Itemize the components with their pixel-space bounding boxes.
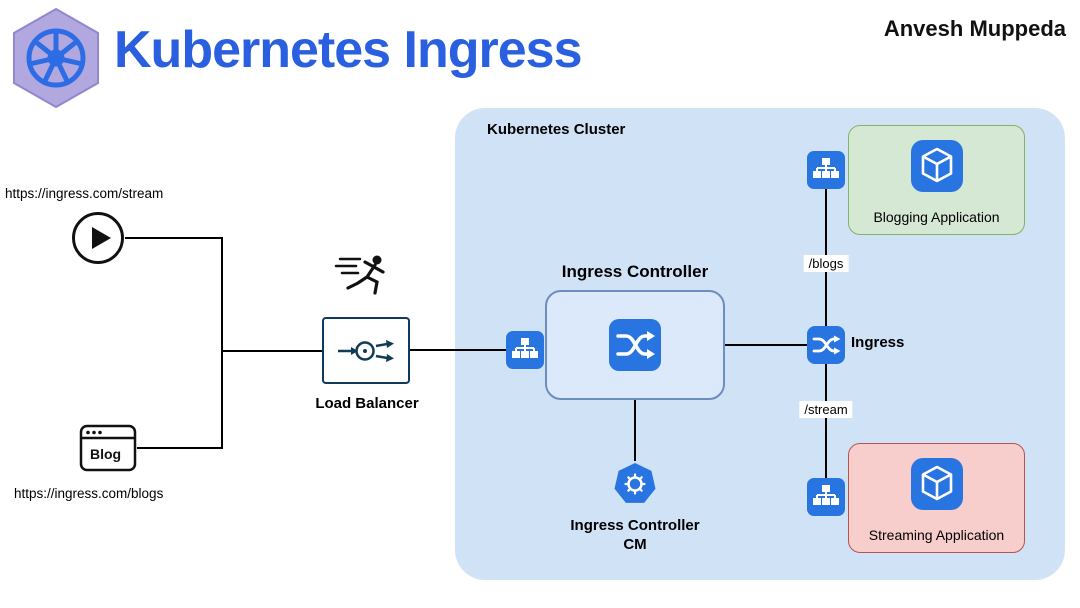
configmap-label-line2: CM: [623, 536, 647, 553]
ingress-controller-icon: [609, 319, 661, 371]
ingress-controller-title: Ingress Controller: [561, 262, 709, 281]
service-icon-blogs: [807, 151, 845, 189]
runner-icon: [332, 252, 396, 298]
service-icon-stream: [807, 478, 845, 516]
load-balancer-node: [322, 317, 410, 384]
configmap-icon: [612, 460, 658, 506]
blogging-application-box: Blogging Application: [848, 125, 1025, 235]
ingress-label: Ingress: [851, 334, 905, 351]
play-icon: [71, 211, 125, 265]
streaming-app-pod-icon: [910, 458, 963, 515]
path-label-blogs: /blogs: [803, 255, 849, 272]
service-icon: [506, 331, 544, 369]
blog-window-icon: Blog: [79, 424, 137, 472]
configmap-label-line1: Ingress Controller: [570, 517, 700, 534]
blog-window-label: Blog: [90, 446, 121, 462]
ingress-controller-node: [545, 290, 725, 400]
load-balancer-icon: [338, 339, 394, 362]
load-balancer-label: Load Balancer: [315, 395, 419, 412]
kubernetes-logo-icon: [8, 6, 104, 109]
streaming-application-box: Streaming Application: [848, 443, 1025, 553]
stream-url: https://ingress.com/stream: [5, 186, 164, 201]
path-label-stream: /stream: [799, 401, 853, 418]
cluster-label: Kubernetes Cluster: [487, 121, 626, 138]
blogging-app-label: Blogging Application: [873, 209, 1000, 225]
page-title: Kubernetes Ingress: [114, 21, 582, 79]
ingress-icon: [807, 326, 845, 364]
blogs-url: https://ingress.com/blogs: [14, 486, 164, 501]
streaming-app-label: Streaming Application: [868, 527, 1005, 543]
author-name: Anvesh Muppeda: [883, 16, 1066, 41]
blogging-app-pod-icon: [910, 140, 963, 197]
